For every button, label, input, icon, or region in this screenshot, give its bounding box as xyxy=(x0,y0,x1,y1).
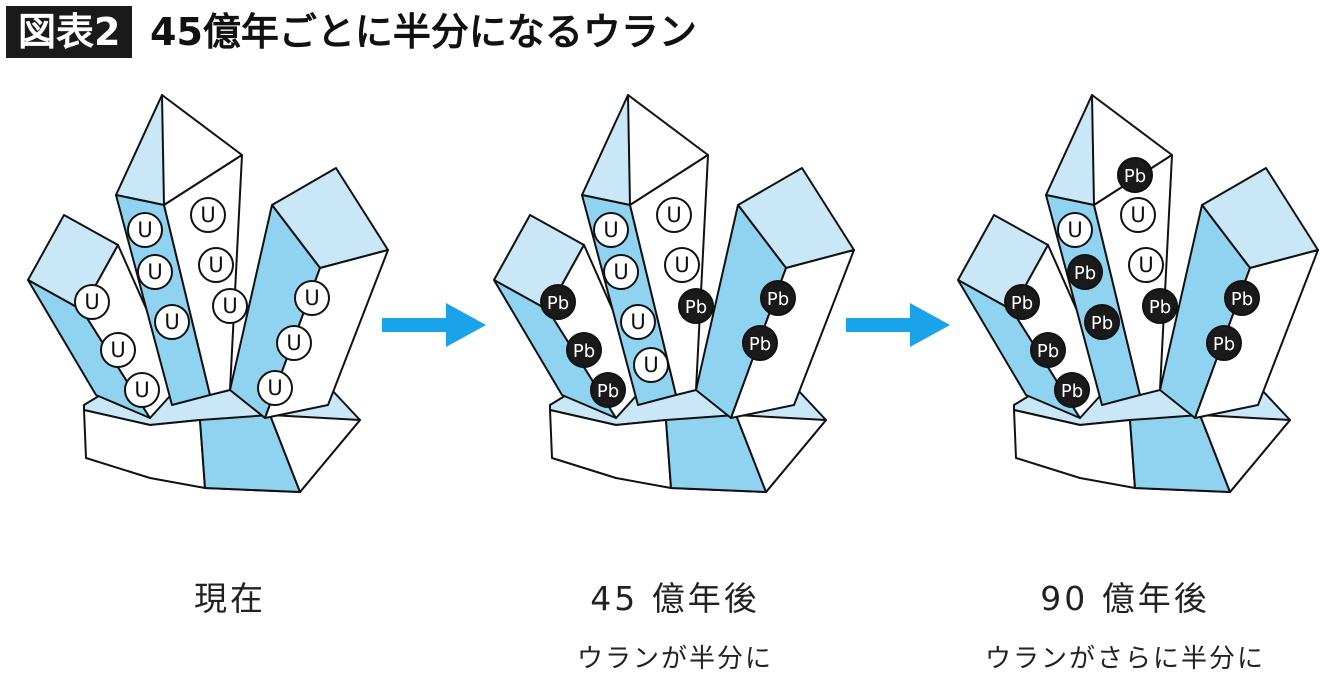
crystal-right-side xyxy=(1194,249,1319,419)
svg-text:Pb: Pb xyxy=(1213,334,1235,355)
figure-label: 図表2 xyxy=(6,6,133,58)
uranium-atom: U xyxy=(664,247,700,283)
uranium-atom: U xyxy=(100,332,136,368)
uranium-atom: U xyxy=(127,212,163,248)
svg-text:U: U xyxy=(304,286,319,310)
uranium-atom: U xyxy=(198,247,234,283)
lead-atom: Pb xyxy=(566,332,602,368)
lead-atom: Pb xyxy=(1084,304,1120,340)
svg-text:U: U xyxy=(1067,218,1082,242)
figure-title: 45億年ごとに半分になるウラン xyxy=(150,10,697,54)
uranium-atom: U xyxy=(620,304,656,340)
svg-text:Pb: Pb xyxy=(1061,381,1083,402)
lead-atom: Pb xyxy=(1206,325,1242,361)
svg-text:Pb: Pb xyxy=(685,297,707,318)
stage-caption-now: 現在 xyxy=(194,579,266,618)
uranium-atom: U xyxy=(257,370,293,406)
rock-base-right xyxy=(735,414,827,493)
svg-text:Pb: Pb xyxy=(1074,263,1096,284)
lead-atom: Pb xyxy=(1004,284,1040,320)
svg-text:U: U xyxy=(286,331,301,355)
crystal-right-side xyxy=(264,249,389,419)
svg-text:Pb: Pb xyxy=(1124,166,1146,187)
uranium-atom: U xyxy=(656,197,692,233)
uranium-atom: U xyxy=(276,325,312,361)
uranium-atom: U xyxy=(1057,212,1093,248)
uranium-atom: U xyxy=(633,347,669,383)
uranium-atom: U xyxy=(74,284,110,320)
stage-subcaption-90: ウランがさらに半分に xyxy=(984,644,1265,674)
svg-text:U: U xyxy=(110,338,125,362)
arrow-right-icon xyxy=(382,303,486,347)
uranium-atom: U xyxy=(137,254,173,290)
svg-text:U: U xyxy=(603,218,618,242)
lead-atom: Pb xyxy=(1117,157,1153,193)
svg-text:U: U xyxy=(643,353,658,377)
lead-atom: Pb xyxy=(678,288,714,324)
lead-atom: Pb xyxy=(760,280,796,316)
svg-text:Pb: Pb xyxy=(1231,289,1253,310)
uranium-atom: U xyxy=(124,372,160,408)
lead-atom: Pb xyxy=(1224,280,1260,316)
svg-text:U: U xyxy=(84,290,99,314)
svg-text:Pb: Pb xyxy=(1091,313,1113,334)
svg-text:U: U xyxy=(666,203,681,227)
lead-atom: Pb xyxy=(742,325,778,361)
rock-base-right xyxy=(1199,414,1291,493)
svg-text:U: U xyxy=(147,260,162,284)
svg-text:U: U xyxy=(630,310,645,334)
uranium-atom: U xyxy=(1120,197,1156,233)
uranium-atom: U xyxy=(593,212,629,248)
svg-text:U: U xyxy=(134,378,149,402)
arrow-right-icon xyxy=(846,303,950,347)
lead-atom: Pb xyxy=(540,284,576,320)
svg-text:U: U xyxy=(613,260,628,284)
svg-text:U: U xyxy=(200,203,215,227)
svg-text:U: U xyxy=(674,253,689,277)
uranium-atom: U xyxy=(1128,247,1164,283)
svg-text:Pb: Pb xyxy=(597,381,619,402)
svg-text:U: U xyxy=(137,218,152,242)
svg-text:Pb: Pb xyxy=(749,334,771,355)
svg-text:U: U xyxy=(1138,253,1153,277)
svg-text:U: U xyxy=(267,376,282,400)
lead-atom: Pb xyxy=(1030,332,1066,368)
uranium-atom: U xyxy=(190,197,226,233)
stage-subcaption-45: ウランが半分に xyxy=(576,644,773,674)
svg-text:U: U xyxy=(222,294,237,318)
stage-caption-45: 45 億年後 xyxy=(590,579,760,618)
lead-atom: Pb xyxy=(1142,288,1178,324)
rock-base-right xyxy=(269,414,361,493)
svg-text:U: U xyxy=(1130,203,1145,227)
stage-caption-90: 90 億年後 xyxy=(1040,579,1210,618)
svg-text:U: U xyxy=(208,253,223,277)
lead-atom: Pb xyxy=(1067,254,1103,290)
svg-text:Pb: Pb xyxy=(573,341,595,362)
lead-atom: Pb xyxy=(590,372,626,408)
svg-text:Pb: Pb xyxy=(1149,297,1171,318)
svg-text:Pb: Pb xyxy=(767,289,789,310)
lead-atom: Pb xyxy=(1054,372,1090,408)
crystal-right-side xyxy=(730,249,855,419)
uranium-atom: U xyxy=(603,254,639,290)
svg-text:Pb: Pb xyxy=(547,293,569,314)
svg-text:Pb: Pb xyxy=(1037,341,1059,362)
svg-text:U: U xyxy=(164,310,179,334)
uranium-atom: U xyxy=(154,304,190,340)
uranium-atom: U xyxy=(212,288,248,324)
uranium-atom: U xyxy=(294,280,330,316)
svg-text:Pb: Pb xyxy=(1011,293,1033,314)
